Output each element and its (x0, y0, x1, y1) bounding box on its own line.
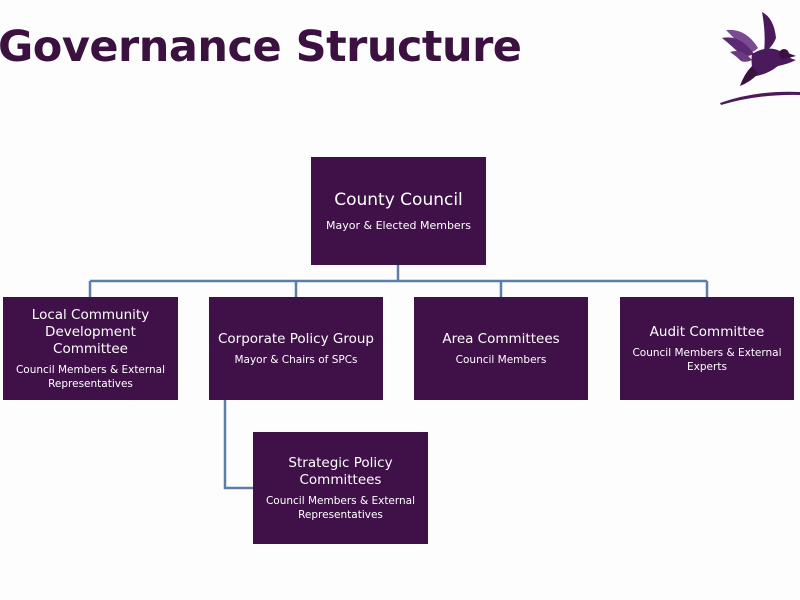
slide-title: Governance Structure (0, 22, 522, 72)
org-box-county-council: County Council Mayor & Elected Members (311, 157, 486, 265)
org-box-members: Mayor & Chairs of SPCs (234, 353, 358, 366)
org-box-members: Council Members & External Representativ… (265, 494, 416, 521)
org-box-members: Council Members & External Representativ… (15, 363, 166, 390)
org-box-members: Council Members (455, 353, 547, 366)
org-box-audit-committee: Audit Committee Council Members & Extern… (620, 297, 794, 400)
org-box-name: Corporate Policy Group (217, 330, 374, 347)
org-box-name: Strategic Policy Committees (288, 454, 393, 488)
org-box-members: Council Members & External Experts (632, 346, 782, 373)
org-box-name: Local Community Development Committee (31, 306, 150, 357)
bird-logo-icon (720, 12, 800, 105)
org-box-area-committees: Area Committees Council Members (414, 297, 588, 400)
org-box-members: Mayor & Elected Members (326, 218, 471, 232)
org-box-name: Audit Committee (649, 323, 765, 340)
org-box-name: Area Committees (442, 330, 560, 347)
connector-cpg-to-spc (223, 400, 253, 490)
org-box-strategic-policy-committees: Strategic Policy Committees Council Memb… (253, 432, 428, 544)
org-box-name: County Council (334, 189, 463, 210)
org-box-local-community-development-committee: Local Community Development Committee Co… (3, 297, 178, 400)
org-box-corporate-policy-group: Corporate Policy Group Mayor & Chairs of… (209, 297, 383, 400)
